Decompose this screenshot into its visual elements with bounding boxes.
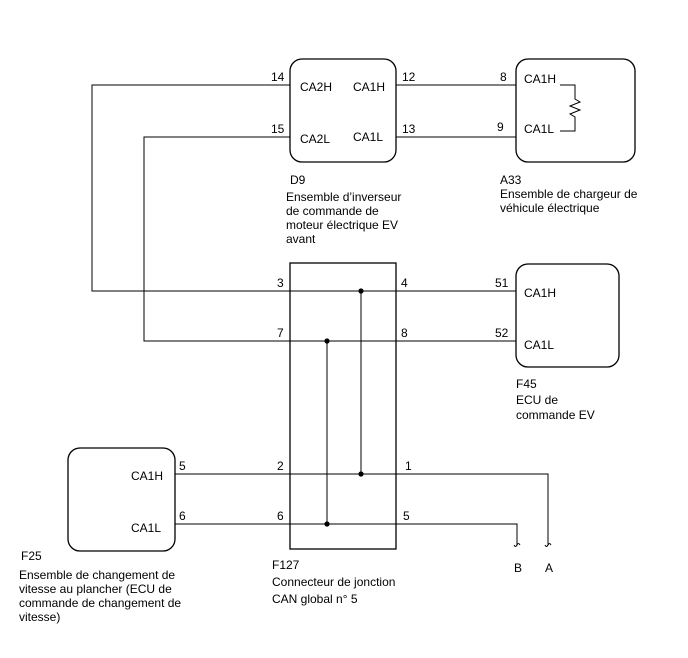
terminal-a-wave-icon [544, 543, 552, 547]
a33-ref: A33 [500, 173, 522, 187]
terminal-b-label: B [514, 561, 522, 575]
f45-desc-line: ECU de [516, 393, 558, 407]
f127-desc-line: Connecteur de jonction [272, 575, 395, 589]
f45-ev-control-ecu: CA1H CA1L 51 52 F45 ECU de commande EV [495, 263, 620, 422]
a33-ev-charger: CA1H CA1L 8 9 A33 Ensemble de chargeur d… [497, 58, 638, 215]
d9-pin-15: 15 [271, 122, 285, 136]
f25-desc-line: Ensemble de changement de [19, 568, 175, 582]
f25-pin-6: 6 [179, 509, 186, 523]
f25-desc-line: vitesse) [19, 610, 60, 624]
d9-pin-13: 13 [402, 122, 416, 136]
d9-desc-line: moteur électrique EV [286, 218, 398, 232]
f127-ref: F127 [272, 558, 300, 572]
f127-pin-2: 2 [277, 459, 284, 473]
a33-desc-line: Ensemble de chargeur de [500, 187, 638, 201]
f45-signal-ca1l: CA1L [524, 338, 554, 352]
f127-pin-5: 5 [403, 509, 410, 523]
f45-ref: F45 [516, 377, 537, 391]
junction-dot [324, 521, 330, 527]
d9-inverter-ecu: CA2H CA2L CA1H CA1L 14 15 12 13 D9 Ensem… [271, 58, 416, 246]
a33-box [515, 58, 636, 163]
f25-ref: F25 [21, 549, 42, 563]
f127-pin-8: 8 [401, 326, 408, 340]
wire-f127-1-to-terminal-a [396, 473, 549, 545]
f127-box [289, 262, 397, 550]
d9-desc-line: de commande de [286, 204, 379, 218]
f45-signal-ca1h: CA1H [524, 286, 556, 300]
f127-pin-6: 6 [277, 509, 284, 523]
f45-desc-line: commande EV [516, 408, 595, 422]
terminal-b-wave-icon [513, 543, 521, 547]
d9-signal-ca1l: CA1L [353, 130, 383, 144]
wire-f127-5-to-terminal-b [396, 523, 518, 545]
f25-desc-line: vitesse au plancher (ECU de [19, 582, 172, 596]
f25-shift-lever-ecu: CA1H CA1L 5 6 F25 Ensemble de changement… [19, 447, 186, 624]
terminal-a-label: A [545, 561, 553, 575]
a33-termination-resistor [560, 84, 582, 132]
a33-desc-line: véhicule électrique [500, 201, 600, 215]
d9-ref: D9 [290, 173, 306, 187]
wire-d9-ca2l-to-f127-7 [143, 136, 290, 342]
d9-signal-ca2l: CA2L [300, 132, 330, 146]
a33-signal-ca1l: CA1L [524, 122, 554, 136]
f25-desc-line: commande de changement de [19, 596, 181, 610]
d9-desc-line: Ensemble d’inverseur [286, 190, 401, 204]
terminal-a: A [544, 543, 553, 575]
a33-pin-8: 8 [500, 70, 507, 84]
a33-pin-9: 9 [497, 120, 504, 134]
d9-signal-ca1h: CA1H [353, 80, 385, 94]
f127-junction-connector: 3 7 2 6 4 8 1 5 F127 Connecteur de jonct… [272, 262, 412, 606]
f45-box [515, 263, 620, 368]
junction-dot [358, 288, 364, 294]
f45-pin-52: 52 [495, 326, 509, 340]
f127-desc-line: CAN global n° 5 [272, 592, 358, 606]
d9-pin-14: 14 [271, 70, 285, 84]
junction-dot [324, 338, 330, 344]
wire-d9-ca2h-to-f127-3 [91, 84, 290, 292]
f25-pin-5: 5 [179, 459, 186, 473]
d9-desc-line: avant [286, 232, 316, 246]
f25-signal-ca1l: CA1L [131, 521, 161, 535]
f127-pin-1: 1 [405, 459, 412, 473]
f25-signal-ca1h: CA1H [131, 469, 163, 483]
d9-pin-12: 12 [402, 70, 416, 84]
a33-signal-ca1h: CA1H [524, 72, 556, 86]
wires [91, 84, 549, 545]
f45-pin-51: 51 [495, 276, 509, 290]
d9-signal-ca2h: CA2H [300, 80, 332, 94]
f127-pin-3: 3 [277, 276, 284, 290]
junction-dot [358, 471, 364, 477]
f25-box [67, 447, 176, 552]
terminal-b: B [513, 543, 522, 575]
f127-pin-4: 4 [401, 276, 408, 290]
f127-pin-7: 7 [277, 326, 284, 340]
d9-box [289, 58, 397, 163]
